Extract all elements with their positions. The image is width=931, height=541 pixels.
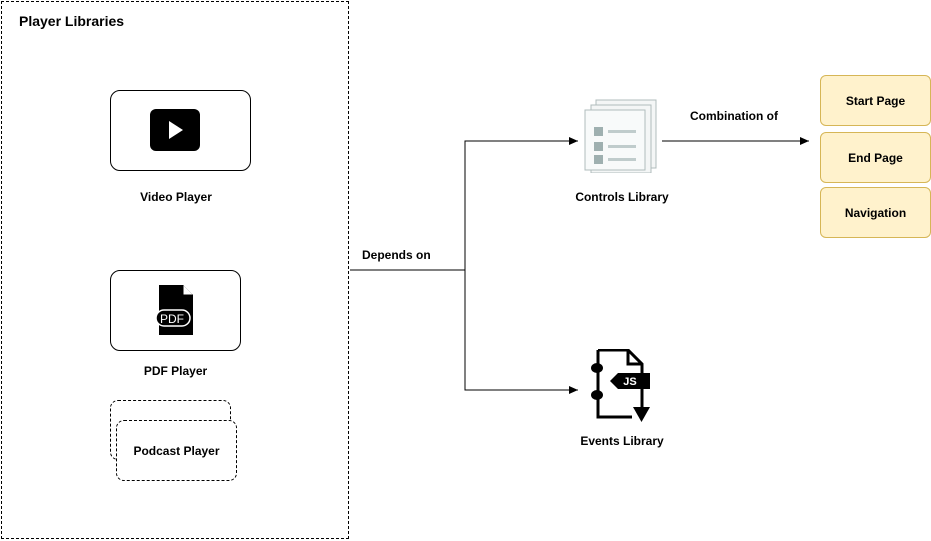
podcast-player-label: Podcast Player bbox=[133, 443, 220, 458]
events-library-label: Events Library bbox=[580, 434, 664, 448]
play-icon bbox=[150, 109, 200, 151]
js-file-icon: JS bbox=[591, 349, 650, 422]
combination-of-label: Combination of bbox=[690, 109, 778, 123]
podcast-player-node[interactable]: Podcast Player bbox=[116, 420, 237, 481]
controls-library-icon bbox=[584, 99, 657, 173]
video-player-label: Video Player bbox=[140, 190, 212, 204]
player-libraries-container bbox=[1, 1, 349, 539]
depends-on-label: Depends on bbox=[362, 248, 431, 262]
pdf-player-node[interactable]: PDF bbox=[110, 270, 241, 351]
pdf-icon-text: PDF bbox=[160, 312, 184, 326]
pdf-file-icon: PDF bbox=[156, 285, 193, 335]
container-title: Player Libraries bbox=[19, 13, 125, 29]
video-player-node[interactable] bbox=[110, 90, 251, 171]
js-icon-text: JS bbox=[623, 376, 636, 388]
start-page-node[interactable]: Start Page bbox=[820, 75, 931, 126]
end-page-node[interactable]: End Page bbox=[820, 132, 931, 183]
controls-library-label: Controls Library bbox=[575, 190, 669, 204]
navigation-node[interactable]: Navigation bbox=[820, 187, 931, 238]
depends-on-edge bbox=[350, 137, 578, 394]
pdf-player-label: PDF Player bbox=[143, 364, 208, 378]
